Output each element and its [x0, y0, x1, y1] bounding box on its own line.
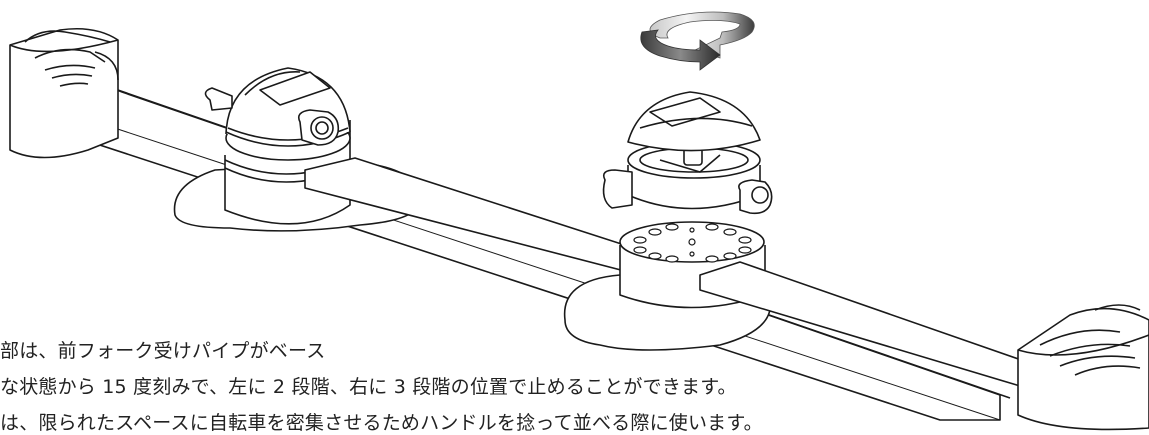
rotation-arrow-icon	[640, 11, 755, 71]
right-end-clamp	[1017, 304, 1149, 431]
caption-line-2: な状態から 15 度刻みで、左に 2 段階、右に 3 段階の位置で止めることがで…	[0, 376, 737, 398]
knob-cap	[627, 91, 761, 152]
knob-housing	[602, 134, 773, 215]
mount-plate-holes	[633, 223, 752, 263]
left-end-clamp	[9, 27, 119, 159]
caption-line-1: 部は、前フォーク受けパイプがベース	[0, 340, 326, 362]
caption-line-3: は、限られたスペースに自転車を密集させるためハンドルを捻って並べる際に使います。	[0, 412, 763, 434]
rail-bar	[59, 87, 1011, 421]
right-knob-base	[563, 221, 772, 351]
